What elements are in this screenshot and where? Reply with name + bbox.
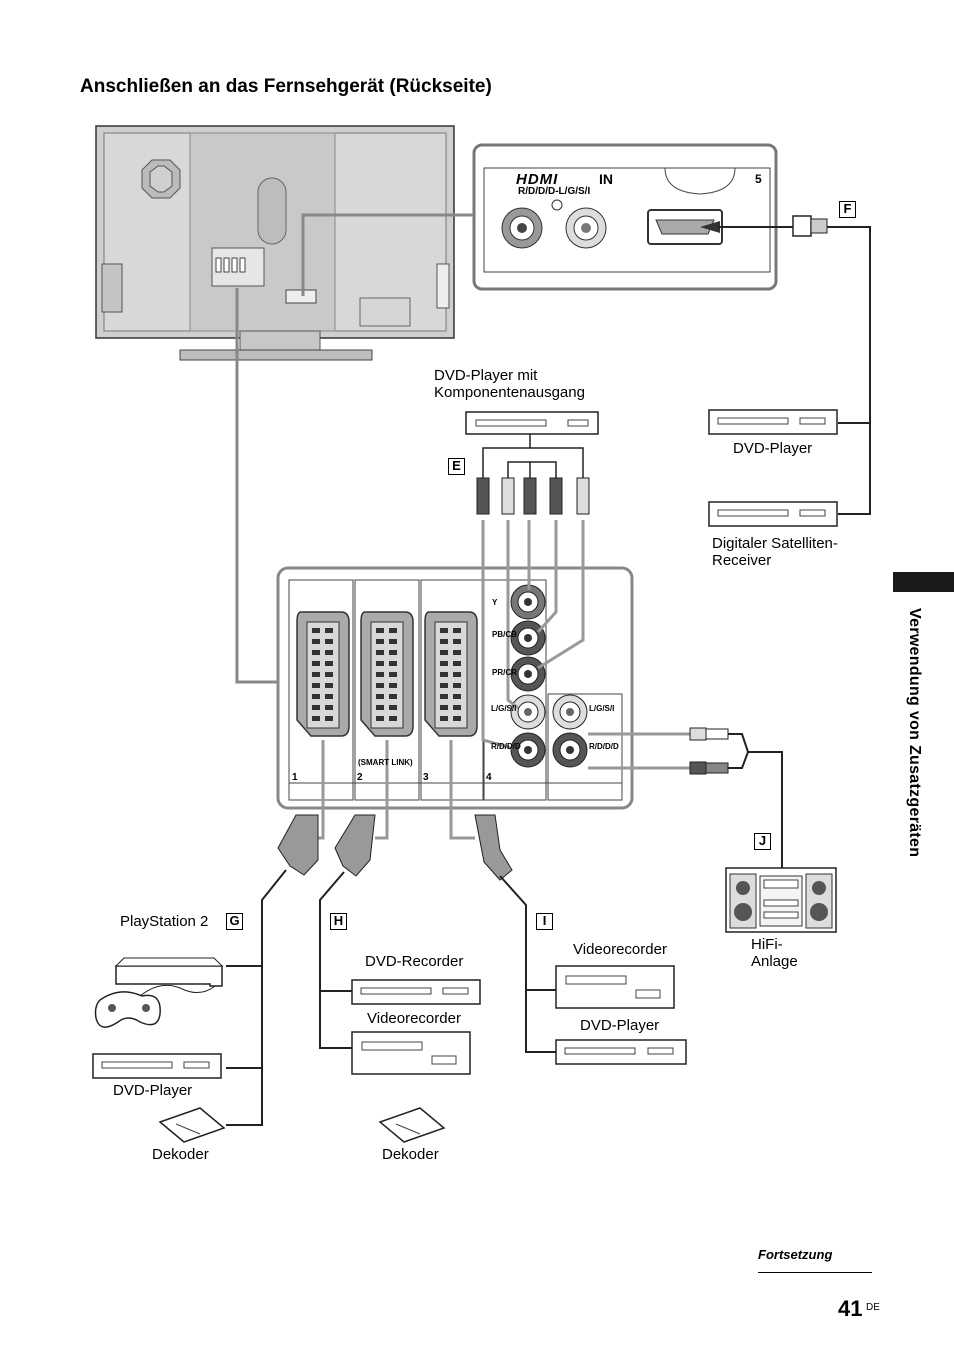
dvd-recorder-device — [351, 979, 481, 1005]
videorecorder-h-device — [351, 1031, 471, 1075]
socket-label-pr: PR/CR — [492, 668, 517, 677]
side-tab-label: Verwendung von Zusatzgeräten — [906, 608, 923, 858]
component-plugs — [476, 432, 590, 515]
label-dvd-player-i: DVD-Player — [580, 1017, 660, 1034]
socket-label-y: Y — [492, 598, 498, 607]
page-title: Anschließen an das Fernsehgerät (Rücksei… — [80, 76, 492, 97]
label-dvd-recorder: DVD-Recorder — [365, 953, 464, 970]
tv-rear — [95, 125, 455, 361]
videorecorder-i-device — [555, 965, 675, 1009]
hdmi-logo: HDMI — [516, 171, 559, 188]
marker-g: G — [226, 913, 243, 930]
playstation-device — [94, 957, 224, 1028]
hdmi-cable — [718, 215, 871, 515]
label-dvd-player-f: DVD-Player — [733, 440, 813, 457]
marker-h: H — [330, 913, 347, 930]
marker-j: J — [754, 833, 771, 850]
hdmi-port-number: 5 — [755, 172, 762, 186]
rca-jacks — [510, 584, 588, 768]
marker-i: I — [536, 913, 553, 930]
label-videorecorder-h: Videorecorder — [367, 1010, 461, 1027]
label-dvd-player-g: DVD-Player — [113, 1082, 193, 1099]
label-dvd-component: DVD-Player mit Komponentenausgang — [434, 367, 585, 401]
page-number: 41 — [838, 1296, 863, 1321]
hdmi-panel — [472, 143, 778, 291]
dekoder-g-device — [158, 1107, 226, 1143]
sat-receiver-device — [708, 501, 838, 527]
scart-grey-cables — [318, 740, 475, 840]
label-playstation: PlayStation 2 — [120, 913, 209, 930]
socket-label-l1: L/G/S/I — [491, 704, 517, 713]
scart-number-2: 2 — [357, 772, 363, 783]
side-tab-marker — [893, 572, 954, 592]
audio-out-cable — [588, 727, 783, 868]
grey-connector-lines — [235, 213, 474, 684]
dvd-player-f-device — [708, 409, 838, 435]
socket-label-r2: R/D/D/D — [589, 742, 619, 751]
dvd-component-device — [465, 411, 599, 435]
hdmi-audio-label: R/D/D/D-L/G/S/I — [518, 186, 591, 197]
component-cables — [481, 520, 585, 750]
scart-black-cables — [226, 869, 556, 1126]
label-hifi: HiFi-Anlage — [751, 936, 798, 970]
socket-label-l2: L/G/S/I — [589, 704, 615, 713]
dekoder-h-device — [378, 1107, 446, 1143]
page-suffix: DE — [866, 1302, 880, 1313]
socket-label-pb: PB/CB — [492, 630, 517, 639]
scart-number-3: 3 — [423, 772, 429, 783]
hifi-device — [725, 867, 837, 933]
scart-sockets — [296, 611, 478, 737]
dvd-player-i-device — [555, 1039, 687, 1065]
hdmi-in-label: IN — [599, 171, 613, 187]
marker-f: F — [839, 201, 856, 218]
continued-label: Fortsetzung — [758, 1247, 833, 1262]
label-videorecorder-i: Videorecorder — [573, 941, 667, 958]
label-sat-receiver: Digitaler Satelliten-Receiver — [712, 535, 838, 569]
component-number-4: 4 — [486, 772, 492, 783]
continued-rule — [758, 1272, 872, 1273]
label-dekoder-h: Dekoder — [382, 1146, 439, 1163]
marker-e: E — [448, 458, 465, 475]
scart-plugs — [277, 814, 513, 881]
dvd-player-g-device — [92, 1053, 222, 1079]
scart-number-1: 1 — [292, 772, 298, 783]
label-dekoder-g: Dekoder — [152, 1146, 209, 1163]
smartlink-label: (SMART LINK) — [358, 758, 413, 767]
socket-label-r1: R/D/D/D — [491, 742, 521, 751]
